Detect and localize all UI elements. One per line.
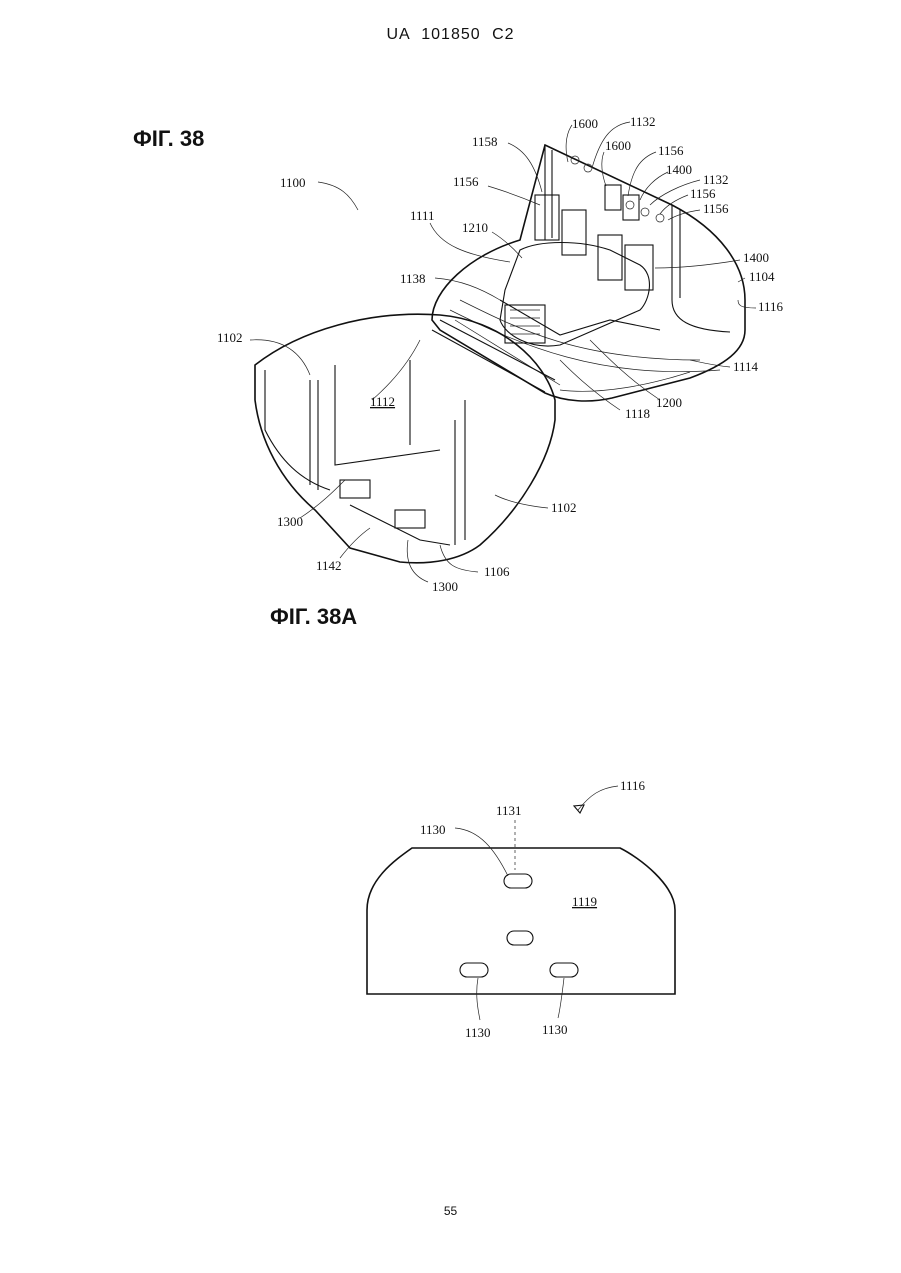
latch-right xyxy=(395,510,425,528)
label-1156-top: 1156 xyxy=(658,143,684,158)
label-1156-lower: 1156 xyxy=(703,201,729,216)
label-1106: 1106 xyxy=(484,564,510,579)
latch-left xyxy=(340,480,370,498)
label-1116-38a: 1116 xyxy=(620,778,646,793)
slot-bottom-left xyxy=(460,963,488,977)
label-1102-right: 1102 xyxy=(551,500,577,515)
label-1130-right: 1130 xyxy=(542,1022,568,1037)
label-1118: 1118 xyxy=(625,406,650,421)
label-1104: 1104 xyxy=(749,269,775,284)
label-1600-second: 1600 xyxy=(605,138,631,153)
label-1210: 1210 xyxy=(462,220,488,235)
label-1131: 1131 xyxy=(496,803,522,818)
label-1116: 1116 xyxy=(758,299,784,314)
label-1130-top: 1130 xyxy=(420,822,446,837)
label-1300-left: 1300 xyxy=(277,514,303,529)
label-1600-top: 1600 xyxy=(572,116,598,131)
label-1119: 1119 xyxy=(572,894,597,909)
panel-outline xyxy=(367,848,675,994)
label-1300-bottom: 1300 xyxy=(432,579,458,594)
label-1114: 1114 xyxy=(733,359,759,374)
label-1400-right: 1400 xyxy=(743,250,769,265)
vial-group xyxy=(535,185,653,290)
label-1158: 1158 xyxy=(472,134,498,149)
label-1102-left: 1102 xyxy=(217,330,243,345)
label-1111: 1111 xyxy=(410,208,435,223)
slot-top xyxy=(504,874,532,888)
label-1138: 1138 xyxy=(400,271,426,286)
label-1112: 1112 xyxy=(370,394,395,409)
label-1156-left: 1156 xyxy=(453,174,479,189)
wall-holes xyxy=(571,156,664,222)
figure-38-drawing: 1100 1158 1600 1132 1600 1156 1400 1132 … xyxy=(0,0,901,640)
slot-bottom-right xyxy=(550,963,578,977)
label-1200: 1200 xyxy=(656,395,682,410)
label-1142: 1142 xyxy=(316,558,342,573)
hinge-line xyxy=(440,320,555,380)
label-1156-right: 1156 xyxy=(690,186,716,201)
slot-middle xyxy=(507,931,533,945)
label-1100: 1100 xyxy=(280,175,306,190)
leader-lines xyxy=(250,122,756,582)
label-1132-second: 1132 xyxy=(703,172,729,187)
label-1132-top: 1132 xyxy=(630,114,656,129)
label-1130-left: 1130 xyxy=(465,1025,491,1040)
label-1400-top: 1400 xyxy=(666,162,692,177)
page-number: 55 xyxy=(0,1204,901,1218)
